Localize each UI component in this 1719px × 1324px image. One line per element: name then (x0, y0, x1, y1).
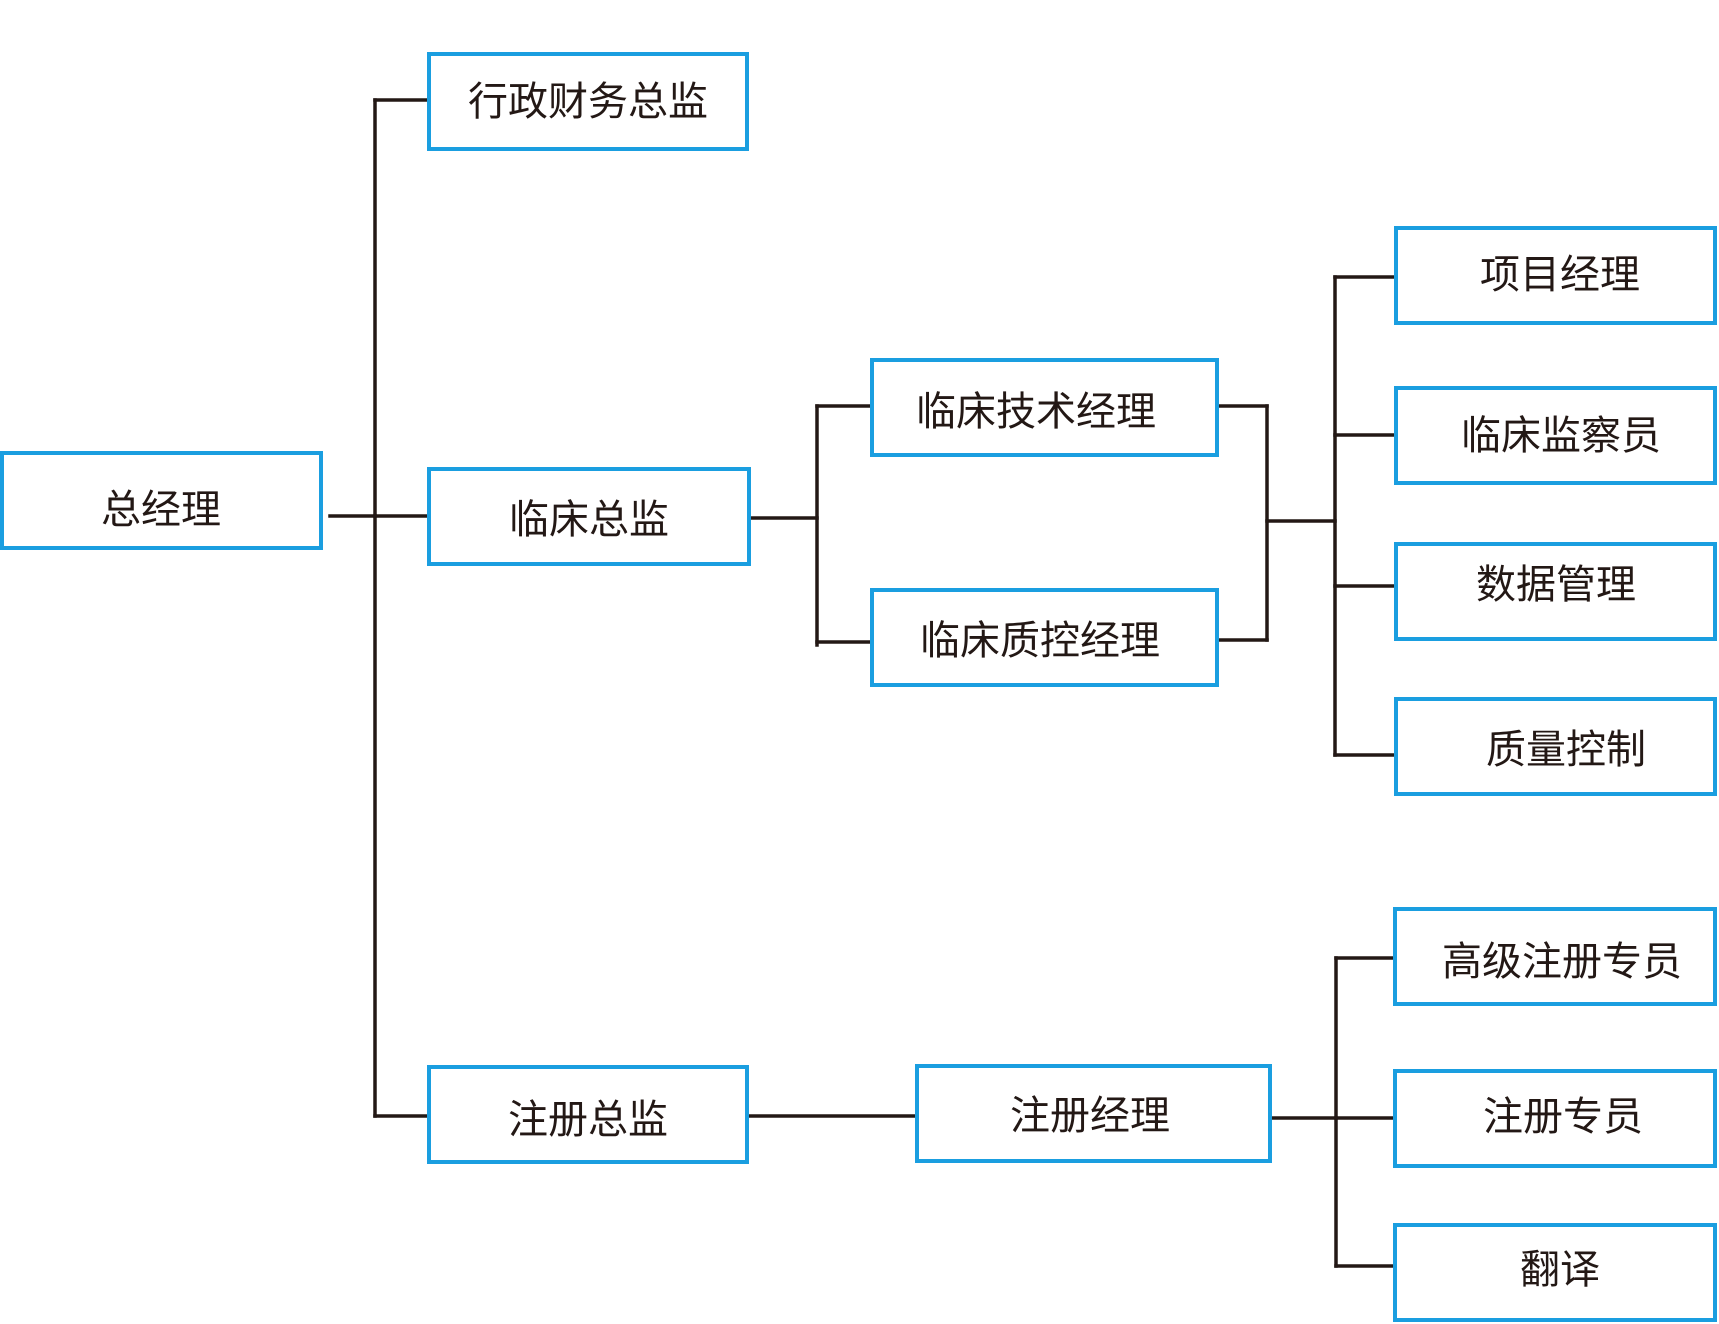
node-registration-specialist: 注册专员 (1393, 1069, 1717, 1168)
connector-lines (328, 98, 1396, 1268)
node-box (870, 358, 1219, 457)
node-box (1393, 1223, 1717, 1322)
node-box (1393, 1069, 1717, 1168)
node-box (1394, 697, 1717, 796)
node-box (915, 1064, 1272, 1163)
node-general-manager: 总经理 (0, 451, 323, 550)
node-quality-control: 质量控制 (1394, 697, 1717, 796)
org-nodes: 总经理 行政财务总监 临床总监 注册总监 临床技术经理 临床质控经理 注册经理 (0, 52, 1717, 1322)
node-box (427, 1065, 749, 1164)
node-label: 行政财务总监 (468, 79, 708, 125)
node-label: 临床技术经理 (916, 389, 1156, 435)
node-box (1394, 542, 1717, 641)
node-label: 注册专员 (1483, 1094, 1643, 1140)
node-clinical-tech-manager: 临床技术经理 (870, 358, 1219, 457)
node-box (1394, 386, 1717, 485)
node-project-manager: 项目经理 (1394, 226, 1717, 325)
node-registration-manager: 注册经理 (915, 1064, 1272, 1163)
node-registration-director: 注册总监 (427, 1065, 749, 1164)
node-data-management: 数据管理 (1394, 542, 1717, 641)
node-label: 项目经理 (1480, 252, 1640, 298)
node-senior-registration-specialist: 高级注册专员 (1393, 907, 1717, 1006)
node-translation: 翻译 (1393, 1223, 1717, 1322)
node-label: 翻译 (1520, 1247, 1600, 1293)
node-box (427, 467, 751, 566)
node-admin-finance-director: 行政财务总监 (427, 52, 749, 151)
node-label: 临床监察员 (1461, 413, 1661, 459)
node-label: 注册经理 (1010, 1093, 1170, 1139)
node-label: 临床质控经理 (920, 618, 1160, 664)
node-clinical-monitor: 临床监察员 (1394, 386, 1717, 485)
node-label: 临床总监 (509, 497, 669, 543)
node-box (0, 451, 323, 550)
node-box (1393, 907, 1717, 1006)
node-clinical-director: 临床总监 (427, 467, 751, 566)
node-label: 数据管理 (1476, 562, 1636, 608)
node-box (870, 588, 1219, 687)
node-label: 总经理 (101, 487, 221, 533)
node-clinical-qc-manager: 临床质控经理 (870, 588, 1219, 687)
node-box (427, 52, 749, 151)
node-label: 高级注册专员 (1442, 939, 1682, 985)
node-box (1394, 226, 1717, 325)
node-label: 质量控制 (1486, 727, 1646, 773)
node-label: 注册总监 (508, 1097, 668, 1143)
